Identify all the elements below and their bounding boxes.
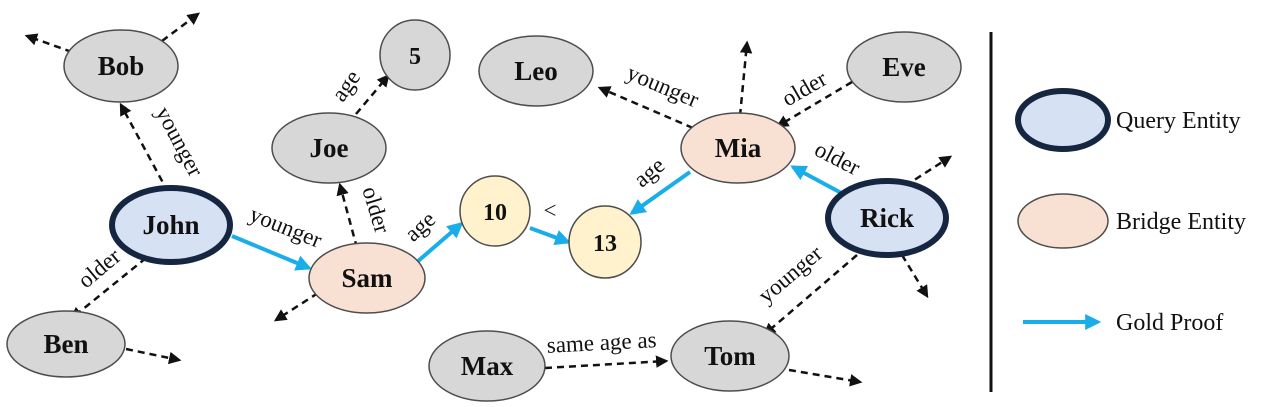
node-label-five: 5 [409,44,421,70]
node-label-rick: Rick [860,203,914,233]
legend-label-query: Query Entity [1116,108,1241,134]
stub-ben [125,347,182,365]
node-sam: Sam [308,242,426,314]
stub-sam [273,291,319,322]
node-label-leo: Leo [514,56,558,86]
gold-proof-edges [231,165,846,271]
label-mia-leo: younger [623,60,702,113]
legend-swatch-bridge [1017,193,1109,249]
node-label-john: John [142,210,199,240]
edge-eve-mia [775,80,853,128]
stub-tom [788,368,863,387]
node-label-sam: Sam [341,263,393,293]
node-bob: Bob [63,29,179,103]
legend-item-gold: Gold Proof [1023,310,1223,336]
label-rick-tom: younger [753,240,827,308]
stub-bob [24,33,73,54]
node-tom: Tom [670,320,790,392]
node-label-ten: 10 [483,200,507,226]
node-ben: Ben [6,310,126,378]
stub-bob-right [161,12,200,42]
label-max-tom: same age as [546,327,657,358]
node-rick: Rick [825,178,949,258]
legend-label-bridge: Bridge Entity [1116,209,1246,235]
nodes: Bob John Ben Joe 5 Sam 10 13 [6,19,962,402]
node-five: 5 [379,19,451,91]
gold-edge-sam-ten [415,221,464,264]
label-joe-five: age [326,65,365,105]
label-sam-ten: age [400,206,440,246]
label-rick-mia: older [811,136,865,180]
node-label-ben: Ben [43,329,88,359]
gold-edge-rick-mia [790,165,846,197]
edge-joe-five [355,74,390,115]
legend-swatch-query [1015,88,1111,152]
edge-mia-leo [597,86,694,130]
node-mia: Mia [680,112,796,184]
label-john-bob: younger [151,102,209,181]
label-mia-thirteen: age [629,152,670,192]
gold-edge-mia-thirteen [629,170,692,215]
label-john-ben: older [73,243,126,293]
node-label-bob: Bob [98,51,145,81]
node-label-mia: Mia [715,133,762,163]
node-label-joe: Joe [310,133,349,163]
legend-item-query: Query Entity [1015,88,1241,152]
node-ten: 10 [459,175,531,247]
gold-edge-ten-thirteen [529,226,572,246]
label-eve-mia: older [778,66,832,111]
label-ten-thirteen: < [544,198,557,223]
legend: Query Entity Bridge Entity Gold Proof [989,32,1246,392]
gold-edge-john-sam [231,234,312,271]
edge-sam-joe [336,182,359,249]
node-joe: Joe [271,112,387,184]
node-max: Max [428,330,546,402]
legend-item-bridge: Bridge Entity [1017,193,1246,249]
legend-label-gold: Gold Proof [1116,310,1223,336]
node-leo: Leo [478,35,594,107]
stub-rick-up [904,155,953,188]
node-label-eve: Eve [882,52,926,82]
node-thirteen: 13 [568,205,642,279]
edge-john-ben [70,257,147,320]
edge-rick-tom [763,254,858,336]
label-sam-joe: older [357,184,395,237]
node-label-tom: Tom [704,341,756,371]
node-label-max: Max [461,351,514,381]
node-label-thirteen: 13 [593,231,617,257]
node-john: John [109,185,233,265]
edge-max-tom [544,355,669,370]
stub-mia [738,40,753,117]
stub-rick-down [900,254,929,299]
edge-john-bob [119,102,170,193]
node-eve: Eve [846,31,962,103]
relation-edges [24,12,953,387]
